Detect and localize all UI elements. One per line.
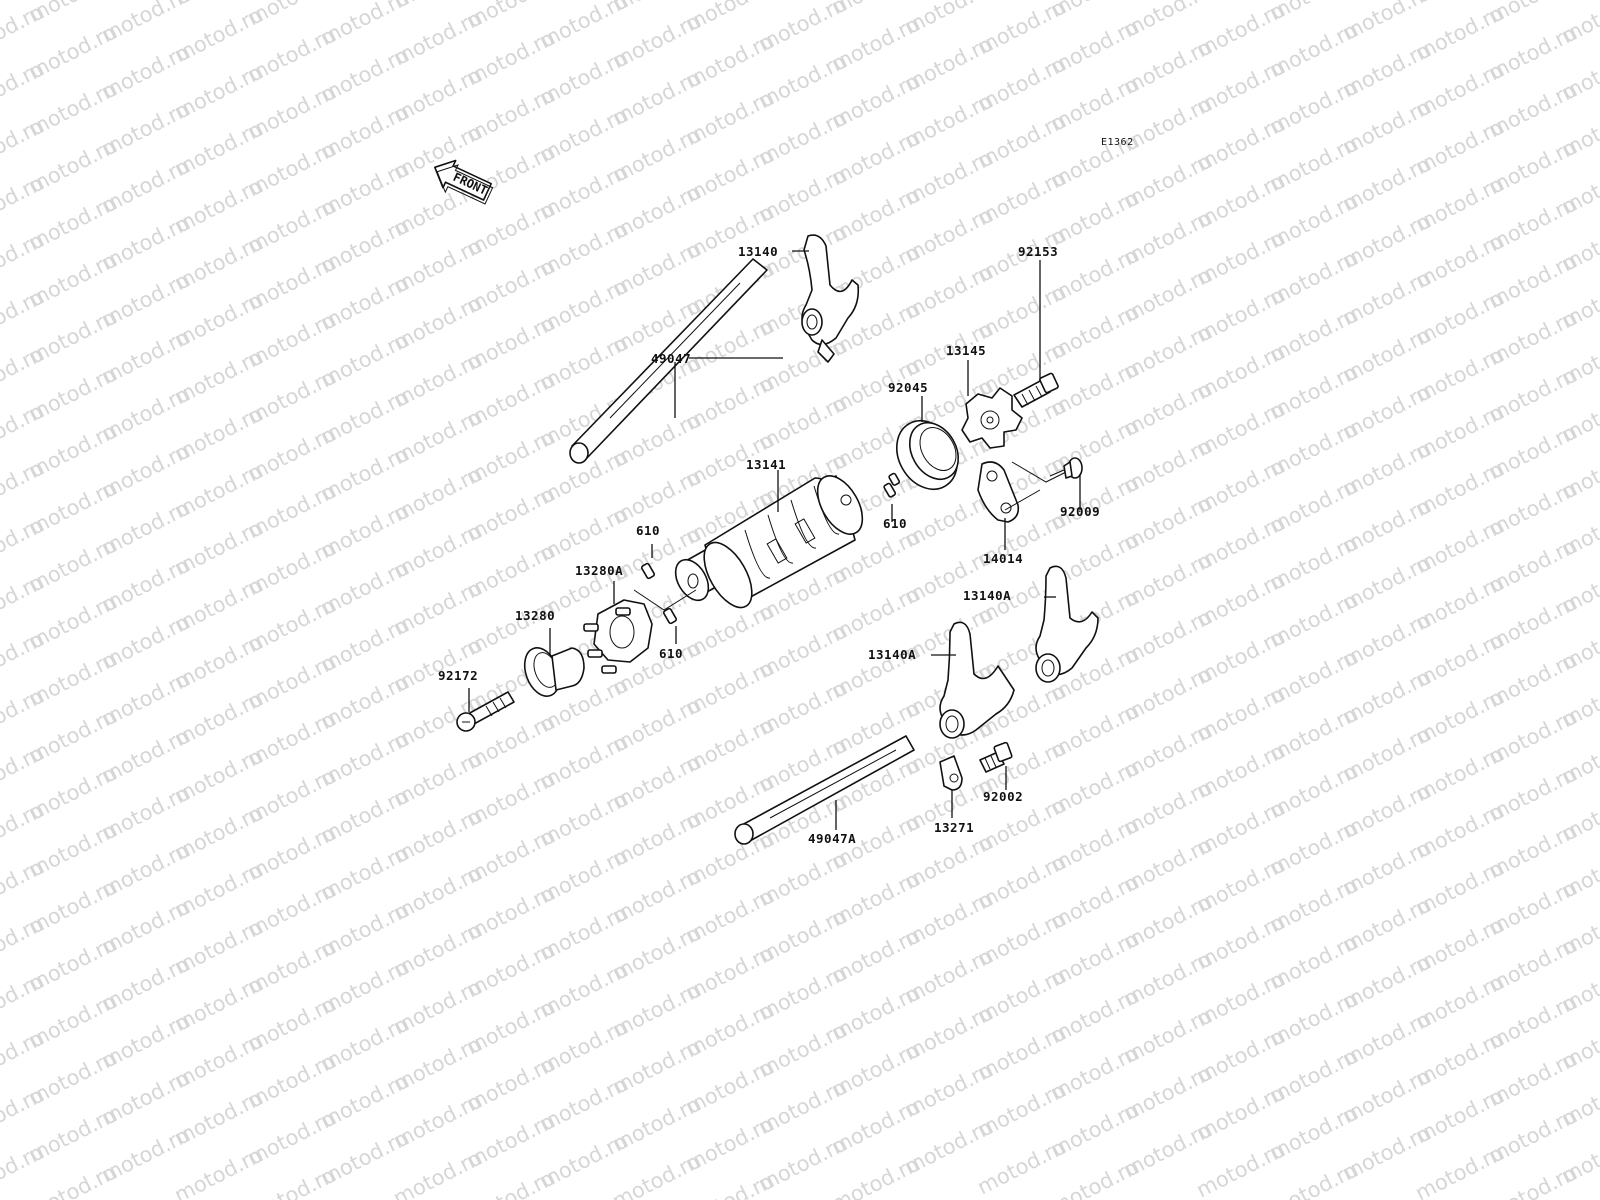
shift-fork-13140A-left-icon: [939, 621, 1015, 739]
part-label-14014[interactable]: 14014: [983, 551, 1024, 566]
part-label-13140A-left[interactable]: 13140A: [868, 647, 917, 662]
shift-rod-49047A: [734, 735, 915, 845]
part-label-13140A-right[interactable]: 13140A: [963, 588, 1012, 603]
bolt-92153-icon: [1013, 372, 1059, 408]
shift-rod-49047: [569, 258, 768, 464]
shift-fork-13140A-right-icon: [1035, 565, 1099, 683]
part-label-13141[interactable]: 13141: [746, 457, 787, 472]
part-label-92045[interactable]: 92045: [888, 380, 929, 395]
part-label-610-right[interactable]: 610: [883, 516, 908, 531]
part-label-13145[interactable]: 13145: [946, 343, 987, 358]
part-label-610-top[interactable]: 610: [636, 523, 661, 538]
part-label-92002[interactable]: 92002: [983, 789, 1024, 804]
bearing-92045-icon: [896, 420, 960, 490]
figure-code: E1362: [1101, 137, 1134, 148]
leader-lines: [468, 250, 1081, 830]
part-label-92153[interactable]: 92153: [1018, 244, 1059, 259]
part-label-13271[interactable]: 13271: [934, 820, 975, 835]
part-label-610-bottom[interactable]: 610: [659, 646, 684, 661]
gear-13280-icon: [523, 647, 585, 697]
bolt-92009-icon: [1049, 457, 1083, 479]
shift-fork-13140: [801, 234, 860, 363]
part-label-49047A[interactable]: 49047A: [808, 831, 857, 846]
part-label-92172[interactable]: 92172: [438, 668, 479, 683]
part-label-92009[interactable]: 92009: [1060, 504, 1101, 519]
part-label-13280A[interactable]: 13280A: [575, 563, 624, 578]
pin-610-right-icon: [883, 472, 901, 498]
bolt-92172-icon: [456, 691, 515, 732]
shift-drum-13141: [674, 475, 864, 609]
bolt-92002-icon: [979, 741, 1013, 773]
shift-cam-13145-icon: [961, 387, 1023, 449]
front-arrow-icon: FRONT: [434, 159, 494, 205]
cam-plate-13280A-icon: [583, 599, 653, 674]
stopper-13271-icon: [939, 755, 963, 791]
part-label-13140[interactable]: 13140: [738, 244, 779, 259]
plate-14014-icon: [977, 461, 1020, 523]
pin-610-top-icon: [640, 562, 656, 580]
part-label-13280[interactable]: 13280: [515, 608, 556, 623]
pin-610-bottom-icon: [662, 607, 678, 625]
part-label-49047[interactable]: 49047: [651, 351, 692, 366]
